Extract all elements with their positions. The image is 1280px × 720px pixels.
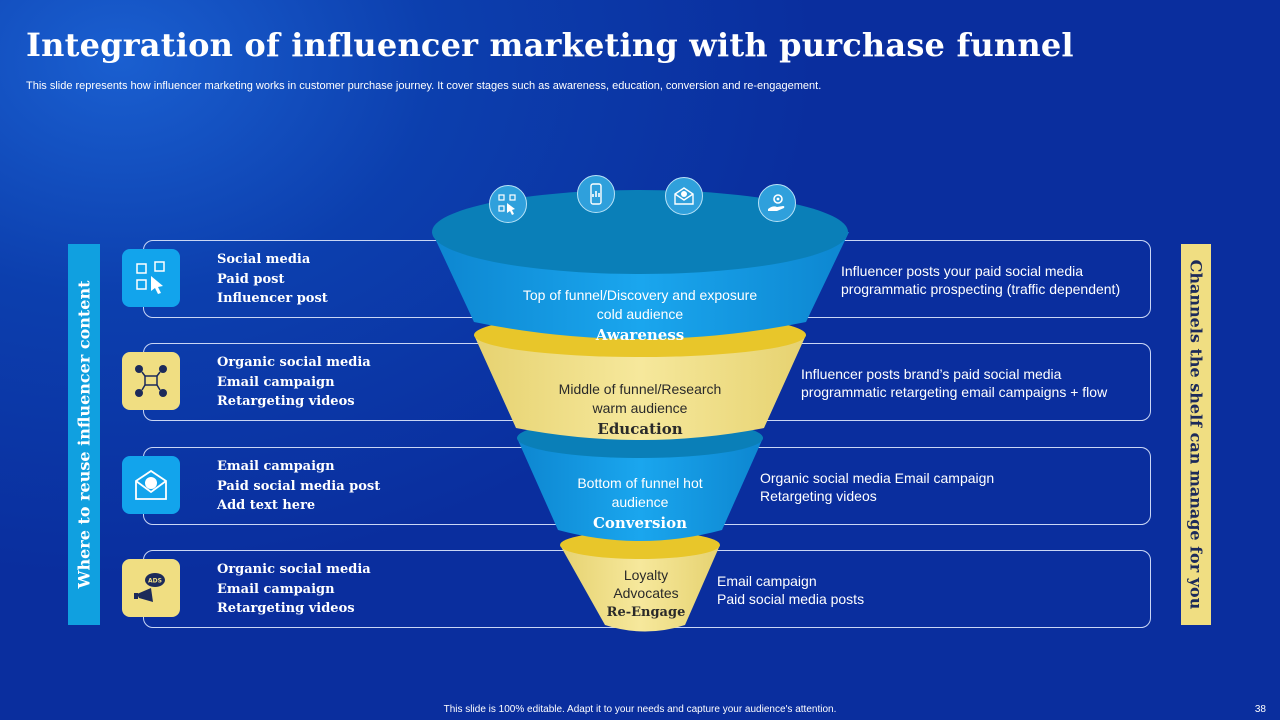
- stage-re-engage-text: Loyalty Advocates Re-Engage: [586, 566, 706, 622]
- row-3-lines: Email campaign Paid social media post Ad…: [217, 457, 380, 516]
- row-1-desc-line-2: programmatic prospecting (traffic depend…: [841, 281, 1121, 297]
- row-2-line-3: Retargeting videos: [217, 394, 355, 409]
- row-1-lines: Social media Paid post Influencer post: [217, 250, 328, 309]
- stage-re-engage-name: Re-Engage: [606, 605, 686, 620]
- row-3-desc-line-1: Organic social media Email campaign: [760, 470, 995, 486]
- funnel-stage-education: [474, 335, 806, 440]
- row-3-description: Organic social media Email campaign Reta…: [760, 469, 994, 505]
- row-1-line-3: Influencer post: [217, 291, 328, 306]
- email-globe-icon: [674, 187, 694, 205]
- stage-education-name: Education: [597, 420, 683, 438]
- stage-awareness-text: Top of funnel/Discovery and exposure col…: [490, 286, 790, 345]
- slide-footer: This slide is 100% editable. Adapt it to…: [443, 704, 837, 715]
- row-4-desc-line-2: Paid social media posts: [717, 591, 865, 607]
- row-3-line-3: Add text here: [217, 498, 316, 513]
- row-2-line-2: Email campaign: [217, 374, 335, 390]
- stage-awareness-name: Awareness: [595, 326, 685, 344]
- funnel-stage-conversion: [517, 438, 763, 541]
- row-2-desc-line-1: Influencer posts brand’s paid social med…: [801, 366, 1062, 382]
- row-1-description: Influencer posts your paid social media …: [841, 262, 1120, 298]
- row-2-icon-tile: [122, 352, 180, 410]
- hand-gear-icon: [768, 194, 785, 211]
- left-vertical-label: Where to reuse influencer content: [68, 244, 100, 625]
- right-vertical-label: Channels the shelf can manage for you: [1181, 244, 1211, 625]
- stage-conversion-name: Conversion: [592, 514, 688, 532]
- row-2-line-1: Organic social media: [217, 355, 371, 370]
- funnel-top-bubble-4: [758, 184, 796, 222]
- stage-education-text: Middle of funnel/Research warm audience …: [520, 380, 760, 439]
- stage-education-line-2: warm audience: [592, 400, 688, 416]
- page-number: 38: [1254, 704, 1266, 715]
- email-globe-icon: [135, 469, 167, 500]
- row-3-icon-tile: [122, 456, 180, 514]
- social-media-icon: [498, 194, 516, 215]
- row-3-line-1: Email campaign: [217, 459, 335, 474]
- row-4-line-3: Retargeting videos: [217, 601, 355, 616]
- stage-awareness-line-1: Top of funnel/Discovery and exposure: [522, 287, 758, 303]
- funnel-stage-awareness-rim: [432, 190, 848, 274]
- row-2-lines: Organic social media Email campaign Reta…: [217, 353, 371, 412]
- megaphone-ads-icon: ADS: [134, 573, 165, 602]
- slide-subtitle: This slide represents how influencer mar…: [26, 80, 822, 92]
- mobile-chart-icon: [590, 183, 602, 205]
- stage-conversion-line-1: Bottom of funnel hot: [577, 475, 703, 491]
- social-media-icon: [136, 261, 165, 294]
- stage-awareness-line-2: cold audience: [596, 306, 684, 322]
- row-1-desc-line-1: Influencer posts your paid social media: [841, 263, 1084, 279]
- row-4-icon-tile: ADS: [122, 559, 180, 617]
- row-4-desc-line-1: Email campaign: [717, 573, 817, 589]
- stage-conversion-text: Bottom of funnel hot audience Conversion: [540, 474, 740, 533]
- row-2-desc-line-2: programmatic retargeting email campaigns…: [801, 384, 1108, 400]
- stage-conversion-line-2: audience: [611, 494, 669, 510]
- funnel-top-bubble-2: [577, 175, 615, 213]
- row-1-line-2: Paid post: [217, 271, 285, 287]
- row-4-lines: Organic social media Email campaign Reta…: [217, 560, 371, 619]
- stage-re-engage-line-2: Advocates: [613, 585, 679, 601]
- row-3-line-2: Paid social media post: [217, 478, 381, 494]
- row-3-desc-line-2: Retargeting videos: [760, 488, 877, 504]
- row-4-line-1: Organic social media: [217, 562, 371, 577]
- row-2-description: Influencer posts brand’s paid social med…: [801, 365, 1107, 401]
- network-icon: [135, 365, 167, 397]
- stage-re-engage-line-1: Loyalty: [623, 567, 669, 583]
- funnel-top-bubble-1: [489, 185, 527, 223]
- funnel-stage-re-engage: [560, 537, 720, 632]
- svg-text:ADS: ADS: [148, 578, 162, 585]
- row-1-icon-tile: [122, 249, 180, 307]
- funnel-top-bubble-3: [665, 177, 703, 215]
- row-1-line-1: Social media: [217, 252, 311, 267]
- slide-title: Integration of influencer marketing with…: [26, 26, 1074, 64]
- row-4-description: Email campaign Paid social media posts: [717, 572, 864, 608]
- stage-education-line-1: Middle of funnel/Research: [558, 381, 722, 397]
- row-4-line-2: Email campaign: [217, 581, 335, 597]
